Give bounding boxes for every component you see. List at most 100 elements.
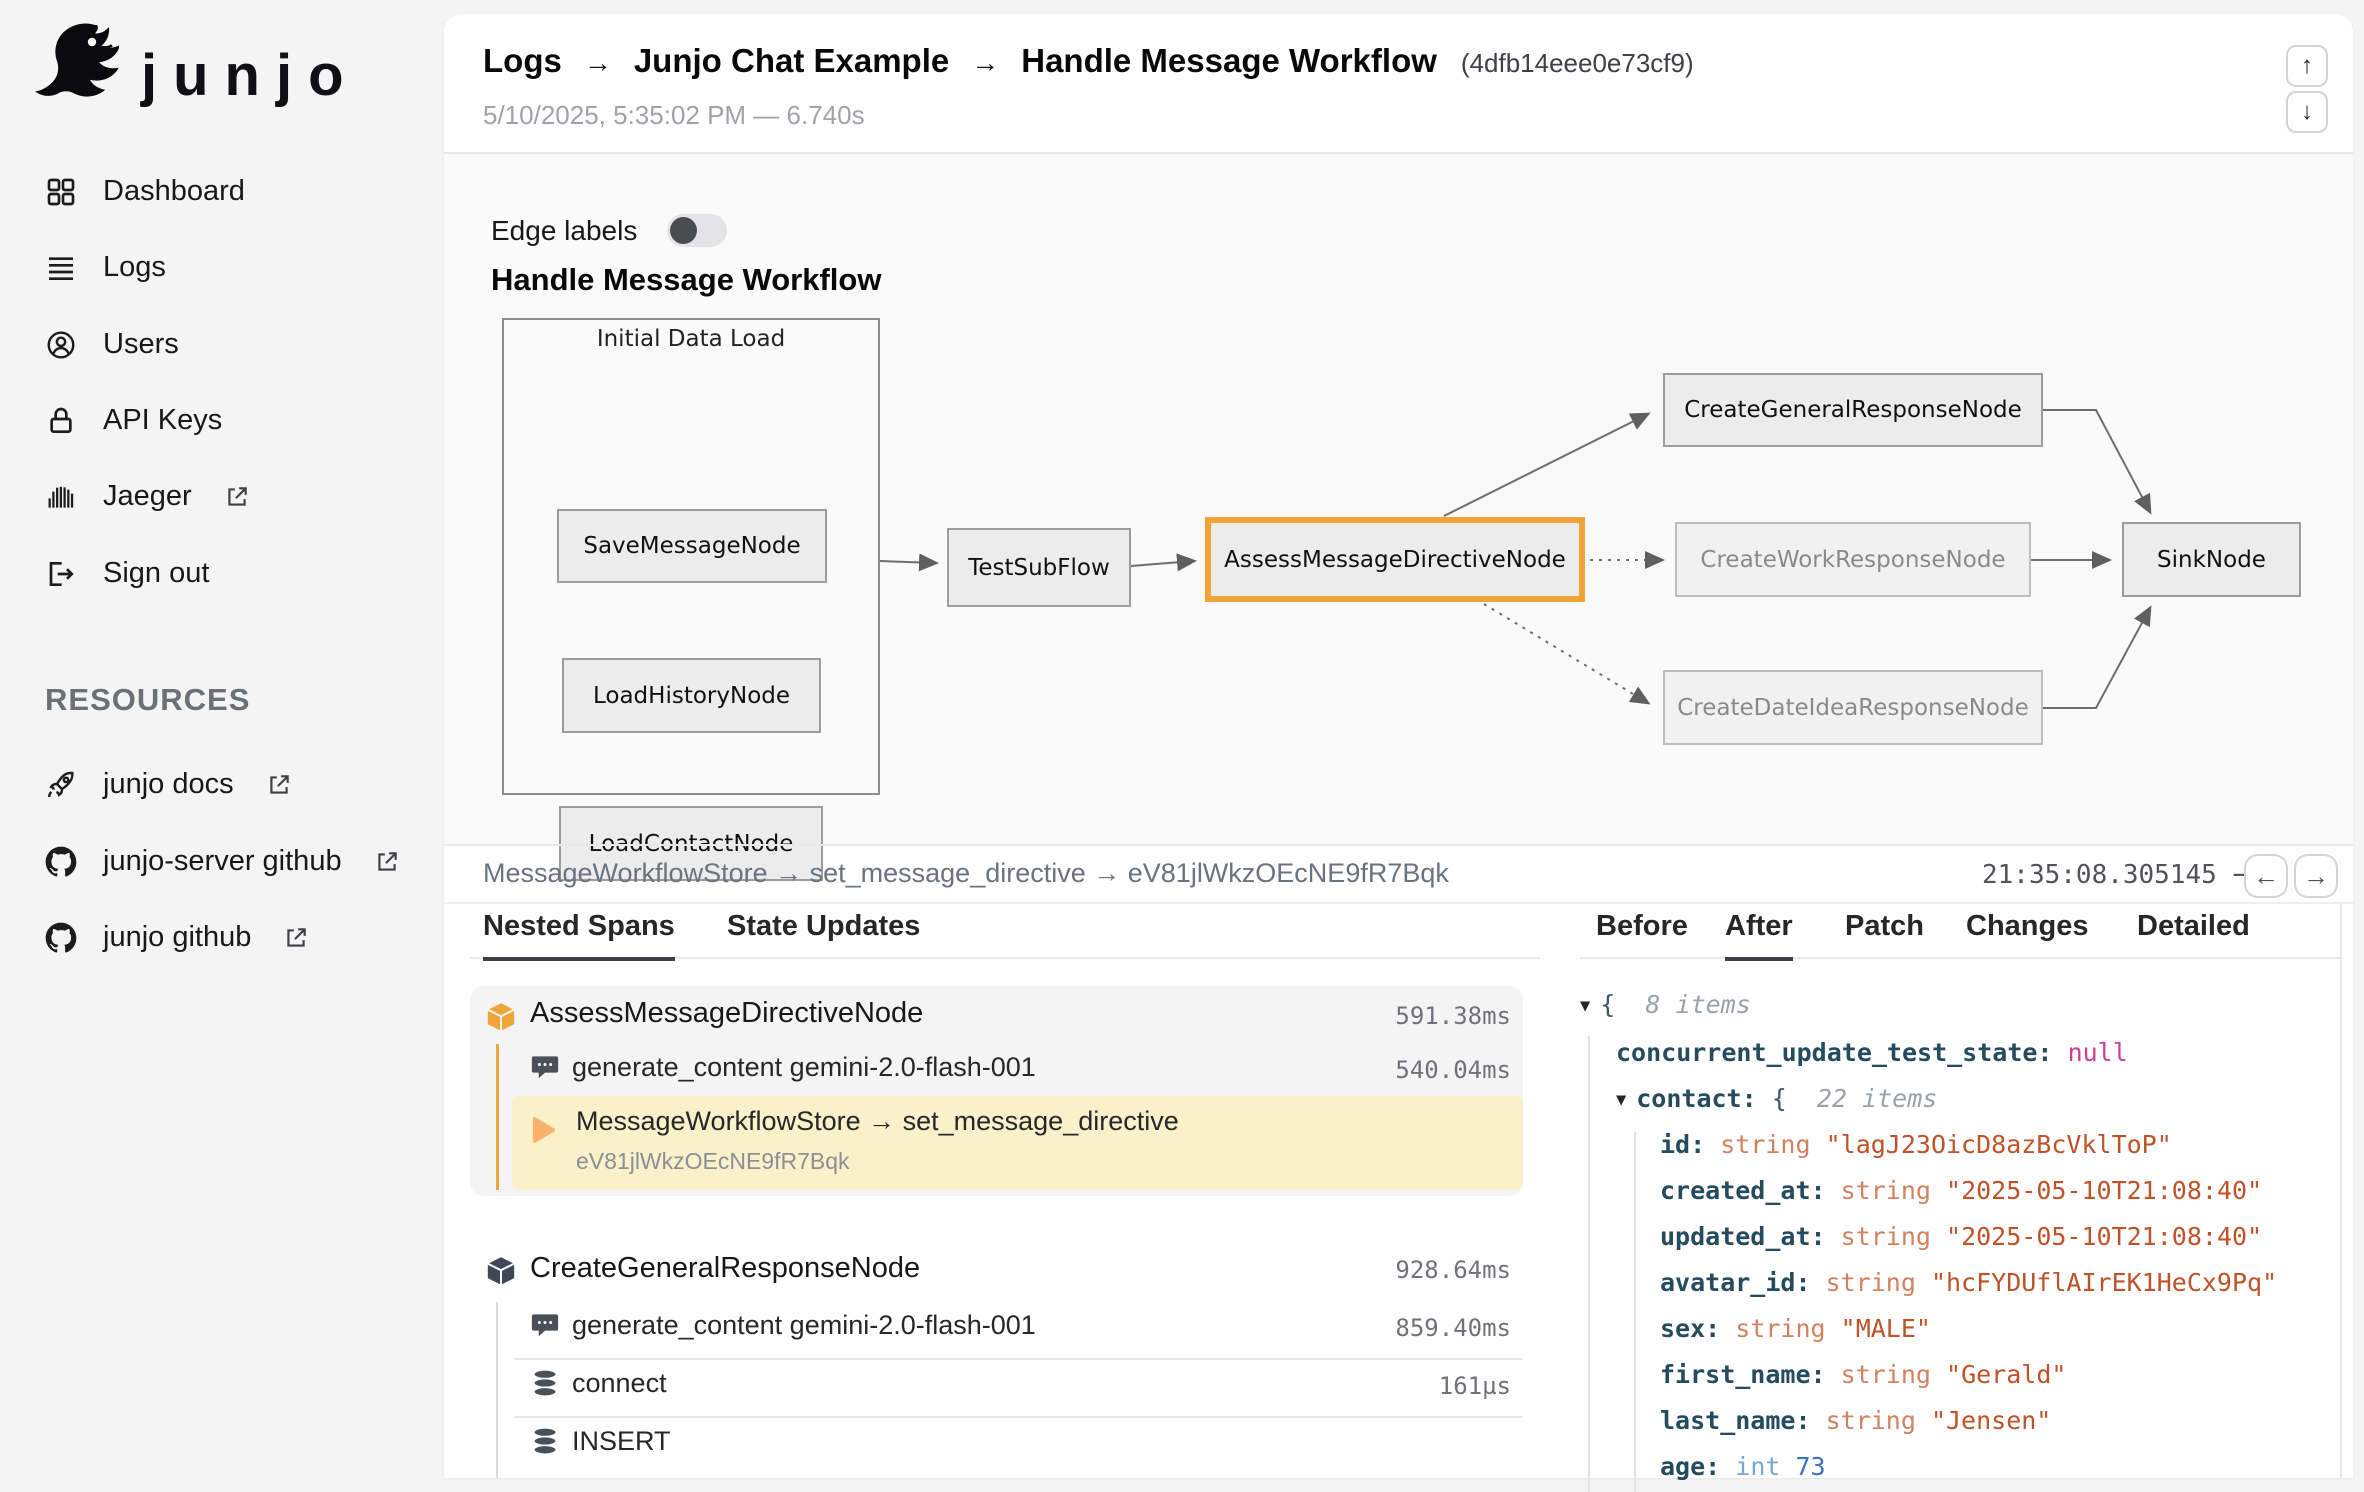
execution-timestamp: 5/10/2025, 5:35:02 PM — 6.740s <box>483 100 865 130</box>
brand-logo[interactable]: junjo <box>33 23 360 127</box>
user-circle-icon <box>45 329 77 361</box>
external-link-icon <box>266 772 292 798</box>
node-sink[interactable]: SinkNode <box>2122 522 2301 597</box>
child-guide-line <box>496 1302 498 1478</box>
tab-patch[interactable]: Patch <box>1845 910 1924 942</box>
dashboard-grid-icon <box>45 176 77 208</box>
collapse-caret-icon[interactable]: ▼ <box>1616 1090 1627 1110</box>
sidebar-item-logs[interactable]: Logs <box>45 251 166 284</box>
json-key: contact: <box>1636 1084 1757 1113</box>
logs-lines-icon <box>45 252 77 284</box>
tab-detailed[interactable]: Detailed <box>2137 910 2250 942</box>
span-child-duration: 540.04ms <box>1395 1056 1511 1084</box>
tab-before[interactable]: Before <box>1596 910 1688 942</box>
span-duration: 591.38ms <box>1395 1002 1511 1030</box>
chat-bubble-icon <box>530 1052 560 1082</box>
json-null-value: null <box>2067 1038 2128 1067</box>
sidebar-item-jaeger[interactable]: Jaeger <box>45 480 250 513</box>
database-icon <box>530 1368 560 1398</box>
json-row-last-name: last_name: string "Jensen" <box>1660 1406 2052 1435</box>
collapse-caret-icon[interactable]: ▼ <box>1580 996 1591 1016</box>
span-child-label: generate_content gemini-2.0-flash-001 <box>572 1310 1036 1340</box>
workflow-diagram: Edge labels Handle Message Workflow <box>444 154 2353 881</box>
github-icon <box>45 922 77 954</box>
span-duration: 928.64ms <box>1395 1256 1511 1284</box>
chat-bubble-icon <box>530 1310 560 1340</box>
node-create-general-response[interactable]: CreateGeneralResponseNode <box>1663 373 2043 447</box>
edge-labels-label: Edge labels <box>491 214 638 246</box>
lock-icon <box>45 405 77 437</box>
json-root-row: ▼{ 8 items <box>1580 980 2344 1030</box>
diagram-edges <box>879 409 2152 709</box>
span-child-label: generate_content gemini-2.0-flash-001 <box>572 1052 1036 1082</box>
row-divider <box>514 1416 1523 1418</box>
tab-after[interactable]: After <box>1725 910 1793 961</box>
node-load-contact[interactable]: LoadContactNode <box>559 806 823 881</box>
sidebar-item-api-keys[interactable]: API Keys <box>45 404 222 437</box>
tab-nested-spans[interactable]: Nested Spans <box>483 910 675 961</box>
sidebar-item-users[interactable]: Users <box>45 328 179 361</box>
tab-state-updates[interactable]: State Updates <box>727 910 921 942</box>
scroll-up-button[interactable]: ↑ <box>2286 45 2328 87</box>
breadcrumb-arrow-icon: → <box>583 47 612 78</box>
state-panel-edge <box>2340 902 2342 1478</box>
sidebar-item-sign-out[interactable]: Sign out <box>45 557 209 590</box>
sidebar-item-junjo-server-github[interactable]: junjo-server github <box>45 845 400 878</box>
diagram-title: Handle Message Workflow <box>491 262 882 297</box>
edge-labels-toggle[interactable] <box>667 214 728 247</box>
row-divider <box>514 1358 1523 1360</box>
item-count: 22 items <box>1816 1084 1938 1113</box>
node-load-history[interactable]: LoadHistoryNode <box>562 658 821 733</box>
sidebar-item-label: Users <box>103 328 179 360</box>
github-icon <box>45 846 77 878</box>
node-create-date-idea-response[interactable]: CreateDateIdeaResponseNode <box>1663 670 2043 745</box>
sidebar-item-dashboard[interactable]: Dashboard <box>45 175 245 208</box>
sidebar-item-label: junjo docs <box>103 768 234 800</box>
state-update-label: MessageWorkflowStore → set_message_direc… <box>576 1106 1179 1136</box>
play-icon <box>530 1116 558 1144</box>
span-card-assess[interactable]: AssessMessageDirectiveNode 591.38ms gene… <box>470 986 1523 1196</box>
main-panel: Logs → Junjo Chat Example → Handle Messa… <box>444 14 2353 1492</box>
tab-changes[interactable]: Changes <box>1966 910 2089 942</box>
package-icon <box>484 1254 518 1288</box>
resources-heading: RESOURCES <box>45 682 251 717</box>
span-card-create-general[interactable]: CreateGeneralResponseNode 928.64ms gener… <box>470 1252 1523 1478</box>
next-update-button[interactable]: → <box>2294 854 2338 898</box>
header-divider <box>444 152 2353 154</box>
breadcrumb: Logs → Junjo Chat Example → Handle Messa… <box>483 42 1694 80</box>
sidebar-item-junjo-docs[interactable]: junjo docs <box>45 768 292 801</box>
json-row-contact: ▼contact: { 22 items <box>1580 1076 2344 1122</box>
scroll-down-button[interactable]: ↓ <box>2286 91 2328 133</box>
rocket-icon <box>45 769 77 801</box>
state-tabbar-border <box>1580 957 2340 959</box>
node-create-work-response[interactable]: CreateWorkResponseNode <box>1675 522 2031 597</box>
json-row-sex: sex: string "MALE" <box>1660 1314 1931 1343</box>
span-child-duration: 859.40ms <box>1395 1314 1511 1342</box>
brand-wordmark: junjo <box>141 42 360 108</box>
breadcrumb-arrow-icon: → <box>971 47 1000 78</box>
json-row-updated-at: updated_at: string "2025-05-10T21:08:40" <box>1660 1222 2263 1251</box>
json-row-avatar-id: avatar_id: string "hcFYDUflAIrEK1HeCx9Pq… <box>1660 1268 2278 1297</box>
span-title: AssessMessageDirectiveNode <box>530 997 924 1029</box>
sidebar-item-label: Logs <box>103 251 166 283</box>
node-test-subflow[interactable]: TestSubFlow <box>947 514 1147 607</box>
sidebar-item-label: Jaeger <box>103 480 192 512</box>
json-key: concurrent_update_test_state: <box>1616 1038 2053 1067</box>
prev-update-button[interactable]: ← <box>2244 854 2288 898</box>
database-icon <box>530 1426 560 1456</box>
item-count: 8 items <box>1645 990 1751 1019</box>
span-child-duration: 161µs <box>1438 1372 1511 1400</box>
breadcrumb-workflow[interactable]: Handle Message Workflow <box>1021 42 1437 79</box>
node-save-message[interactable]: SaveMessageNode <box>557 509 827 583</box>
span-child-label: INSERT <box>572 1426 671 1456</box>
indent-guide <box>1588 1036 1590 1492</box>
breadcrumb-app[interactable]: Junjo Chat Example <box>633 42 950 79</box>
child-guide-line <box>496 1044 499 1190</box>
sidebar-item-junjo-github[interactable]: junjo github <box>45 921 309 954</box>
store-bar-divider <box>444 902 2353 904</box>
external-link-icon <box>374 849 400 875</box>
selected-state-update-row[interactable]: MessageWorkflowStore → set_message_direc… <box>512 1096 1523 1190</box>
breadcrumb-logs[interactable]: Logs <box>483 42 562 79</box>
node-assess-message-directive[interactable]: AssessMessageDirectiveNode <box>1205 517 1585 602</box>
junjo-fish-logo-icon <box>33 23 119 127</box>
